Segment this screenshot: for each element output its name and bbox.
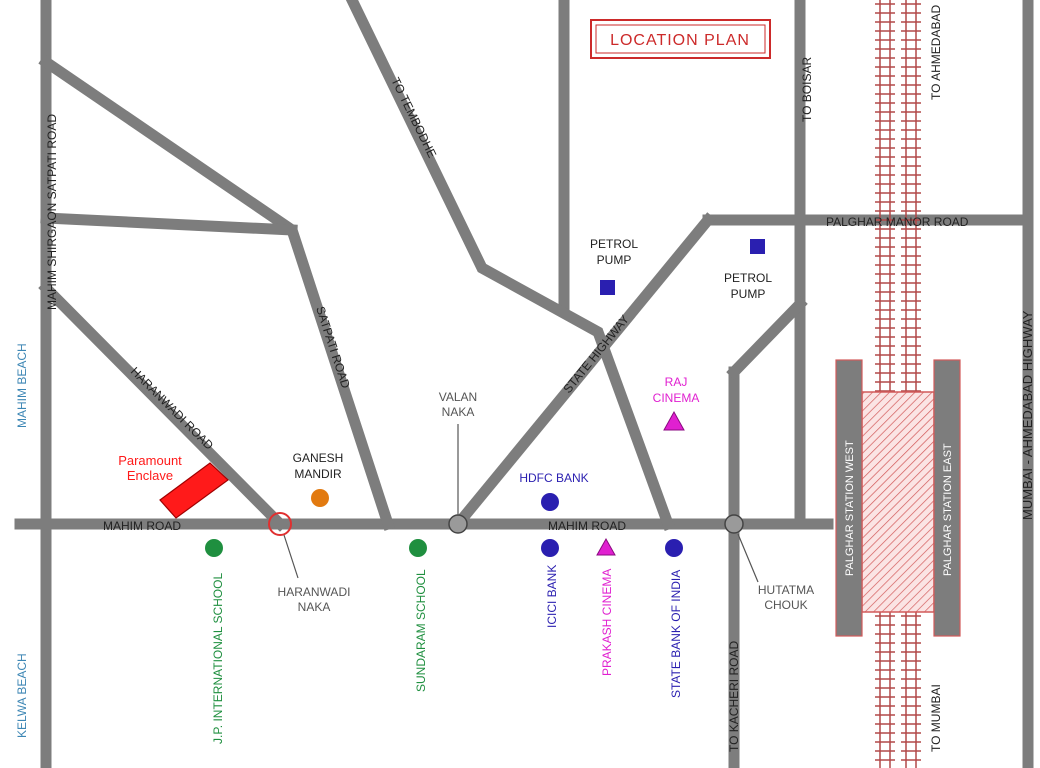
haranwadi-naka-marker xyxy=(268,512,292,536)
station-east-building xyxy=(933,359,961,637)
haranwadi-road xyxy=(38,280,288,532)
kacheri-road-link xyxy=(726,296,808,380)
to-tembodhe-road xyxy=(345,0,676,532)
paramount-enclave-plot xyxy=(159,462,229,519)
road-network xyxy=(14,0,1034,768)
ganesh-mandir-line1: GANESH xyxy=(293,451,344,465)
page-title: LOCATION PLAN xyxy=(610,32,750,49)
ganesh-mandir-icon xyxy=(311,489,329,507)
project-name-line1: Paramount xyxy=(118,453,182,468)
station-platform-area xyxy=(861,391,935,613)
raj-cinema-icon xyxy=(663,410,685,431)
railway-tracks xyxy=(875,0,921,768)
petrol-pump-2-line1: PETROL xyxy=(724,271,772,285)
hdfc-bank-icon xyxy=(541,493,559,511)
label-to-mumbai: TO MUMBAI xyxy=(929,684,943,752)
label-station-west: PALGHAR STATION WEST xyxy=(844,440,856,576)
label-mahim-road-left: MAHIM ROAD xyxy=(103,519,181,533)
jp-school-icon xyxy=(205,539,223,557)
label-to-tembodhe: TO TEMBODHE xyxy=(388,75,439,160)
leader-lines xyxy=(283,424,759,583)
project-name-line2: Enclave xyxy=(127,468,173,483)
hutatma-chouk-line1: HUTATMA xyxy=(758,583,814,597)
sundaram-school-icon xyxy=(409,539,427,557)
label-icici-bank: ICICI BANK xyxy=(545,565,559,628)
icici-bank-icon xyxy=(541,539,559,557)
label-haranwadi-road: HARANWADI ROAD xyxy=(128,364,217,453)
label-mahim-beach: MAHIM BEACH xyxy=(15,343,29,428)
label-jp-school: J.P. INTERNATIONAL SCHOOL xyxy=(211,573,225,744)
label-palghar-manor: PALGHAR MANOR ROAD xyxy=(826,215,969,229)
label-mahim-road-right: MAHIM ROAD xyxy=(548,519,626,533)
title-box: LOCATION PLAN xyxy=(590,19,771,59)
prakash-cinema-icon xyxy=(596,537,616,556)
raj-cinema-line2: CINEMA xyxy=(653,391,700,405)
petrol-pump-1-icon xyxy=(600,280,615,295)
label-to-ahmedabad: TO AHMEDABAD xyxy=(929,5,943,100)
label-station-east: PALGHAR STATION EAST xyxy=(942,443,954,576)
raj-cinema-line1: RAJ xyxy=(665,375,688,389)
railway-sleepers xyxy=(875,3,921,761)
sbi-icon xyxy=(665,539,683,557)
ganesh-mandir-line2: MANDIR xyxy=(294,467,342,481)
label-prakash-cinema: PRAKASH CINEMA xyxy=(600,569,614,676)
label-satpati-road: SATPATI ROAD xyxy=(313,305,353,391)
hutatma-chouk-marker xyxy=(724,514,744,534)
label-sbi: STATE BANK OF INDIA xyxy=(669,570,683,698)
valan-naka-marker xyxy=(448,514,468,534)
label-kelwa-beach: KELWA BEACH xyxy=(15,653,29,738)
label-to-boisar: TO BOISAR xyxy=(800,57,814,122)
label-hdfc-bank: HDFC BANK xyxy=(519,471,588,485)
valan-naka-line1: VALAN xyxy=(439,390,477,404)
label-sundaram-school: SUNDARAM SCHOOL xyxy=(414,569,428,692)
cross-link-road xyxy=(40,212,298,236)
state-highway xyxy=(450,212,716,532)
haranwadi-naka-line2: NAKA xyxy=(298,600,331,614)
petrol-pump-2-line2: PUMP xyxy=(731,287,766,301)
petrol-pump-1-line2: PUMP xyxy=(597,253,632,267)
haranwadi-naka-line1: HARANWADI xyxy=(278,585,351,599)
label-mahim-shirgaon: MAHIM SHIRGAON SATPATI ROAD xyxy=(45,114,59,310)
label-to-kacheri: TO KACHERI ROAD xyxy=(727,641,741,752)
palghar-station xyxy=(835,359,961,637)
hutatma-chouk-line2: CHOUK xyxy=(764,598,807,612)
petrol-pump-1-line1: PETROL xyxy=(590,237,638,251)
station-west-building xyxy=(835,359,863,637)
petrol-pump-2-icon xyxy=(750,239,765,254)
label-highway: MUMBAI - AHMEDABAD HIGHWAY xyxy=(1020,310,1035,520)
valan-naka-line2: NAKA xyxy=(442,405,475,419)
